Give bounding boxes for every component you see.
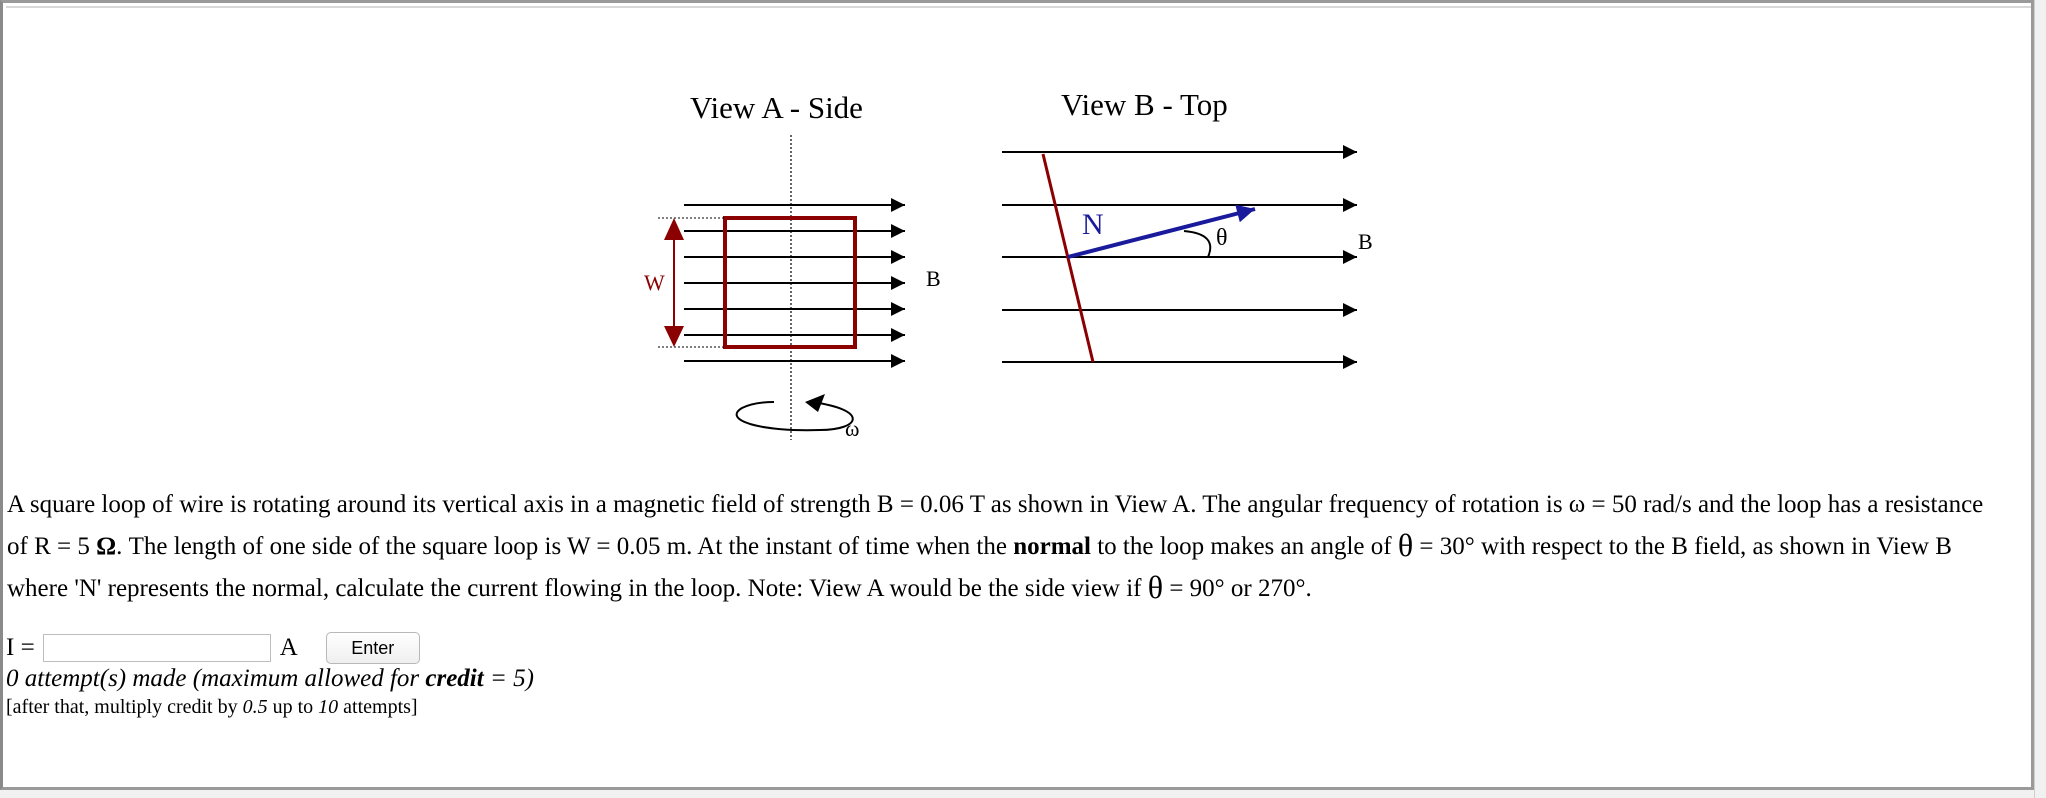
note-part2: up to bbox=[267, 696, 319, 718]
rotation-arrowhead bbox=[805, 394, 825, 412]
attempt-limit: 10 bbox=[318, 696, 339, 718]
note-part1: [after that, multiply credit by bbox=[6, 696, 243, 718]
rotation-arc bbox=[735, 401, 854, 432]
w-arrow-up bbox=[664, 218, 684, 240]
credit-note: [after that, multiply credit by 0.5 up t… bbox=[6, 694, 418, 720]
ohm-symbol: Ω bbox=[96, 533, 117, 560]
theta-symbol: θ bbox=[1147, 569, 1164, 605]
credit-word: credit bbox=[425, 665, 484, 692]
b-label-side: B bbox=[926, 266, 941, 291]
answer-row: I = A Enter bbox=[6, 630, 420, 666]
w-label: W bbox=[644, 270, 665, 295]
theta-label: θ bbox=[1216, 225, 1228, 251]
problem-text-3: to the loop makes an angle of bbox=[1090, 533, 1398, 560]
view-a-field-lines bbox=[684, 198, 905, 368]
frame-inner bbox=[6, 6, 2031, 787]
problem-text-2: . The length of one side of the square l… bbox=[116, 533, 1014, 560]
view-a-title: View A - Side bbox=[690, 90, 863, 125]
loop-edge-view-top bbox=[1041, 153, 1095, 363]
attempts-suffix: = 5) bbox=[483, 665, 534, 692]
attempts-status: 0 attempt(s) made (maximum allowed for c… bbox=[6, 664, 534, 694]
answer-label: I = bbox=[6, 634, 35, 661]
theta-symbol: θ bbox=[1397, 527, 1414, 563]
w-arrow-down bbox=[664, 326, 684, 347]
normal-word: normal bbox=[1013, 533, 1091, 560]
vertical-scrollbar[interactable] bbox=[2034, 0, 2046, 798]
normal-vector bbox=[1067, 204, 1256, 259]
credit-factor: 0.5 bbox=[242, 696, 268, 718]
note-part3: attempts] bbox=[338, 696, 418, 718]
enter-button[interactable]: Enter bbox=[325, 632, 420, 664]
n-label: N bbox=[1082, 208, 1104, 241]
omega-label: ω bbox=[845, 416, 859, 441]
problem-text-4: = 30° with respect to the B field, as sh… bbox=[7, 533, 1952, 602]
attempts-prefix: 0 attempt(s) made (maximum allowed for bbox=[6, 665, 426, 692]
answer-unit: A bbox=[279, 634, 298, 661]
bottom-edge bbox=[0, 790, 2034, 798]
current-answer-input[interactable] bbox=[42, 634, 271, 662]
theta-arc bbox=[1183, 230, 1212, 258]
square-loop bbox=[723, 216, 857, 349]
problem-text-1: A square loop of wire is rotating around… bbox=[7, 491, 1984, 560]
b-label-top: B bbox=[1358, 229, 1373, 254]
problem-text-5: = 90° or 270°. bbox=[1163, 575, 1312, 602]
view-b-title: View B - Top bbox=[1061, 87, 1228, 122]
view-b-field-lines bbox=[1002, 145, 1357, 369]
problem-statement: A square loop of wire is rotating around… bbox=[7, 484, 1997, 609]
magnetic-loop-figure: View A - Side W B ω View B - Top N θ B bbox=[644, 87, 1373, 441]
